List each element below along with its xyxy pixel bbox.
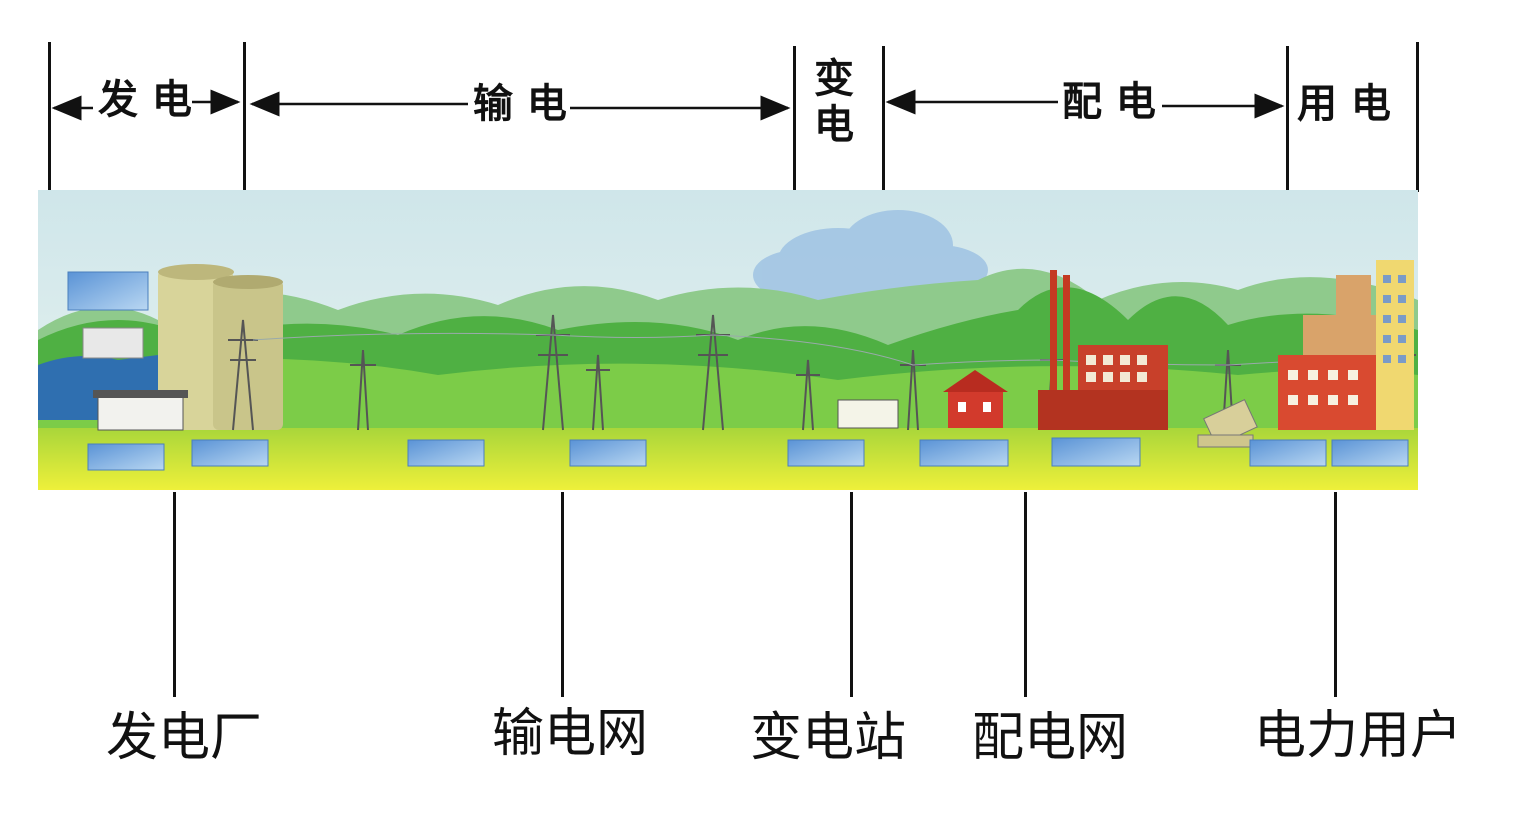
label-substation: 变电站 [750, 708, 907, 768]
boundary-line-6 [1416, 42, 1419, 192]
placeholder-box [1051, 437, 1141, 467]
connector-transmission-grid [561, 492, 564, 697]
connector-power-plant [173, 492, 176, 697]
placeholder-box [1331, 439, 1409, 467]
boundary-line-2 [243, 42, 246, 192]
transmission-arrow [249, 91, 791, 121]
substation-house [837, 399, 899, 429]
factory [1038, 270, 1168, 430]
placeholder-box [191, 439, 269, 467]
generation-arrow [51, 89, 241, 121]
plant-house [97, 394, 184, 431]
distribution-arrow [885, 89, 1285, 119]
boundary-line-5 [1286, 46, 1289, 192]
connector-power-users [1334, 492, 1337, 697]
connector-distribution-grid [1024, 492, 1027, 697]
label-distribution-grid: 配电网 [972, 708, 1129, 768]
placeholder-box [87, 443, 165, 471]
label-transmission-grid: 输电网 [492, 704, 649, 764]
boundary-line-1 [48, 42, 51, 192]
stage-arrows [51, 89, 1285, 121]
boundary-line-3 [793, 46, 796, 192]
plant-building [82, 327, 144, 359]
stage-substation-label: 变电 [814, 55, 854, 148]
placeholder-box [569, 439, 647, 467]
label-placeholders [67, 271, 1409, 471]
label-power-users: 电力用户 [1254, 706, 1463, 766]
boundary-line-4 [882, 46, 885, 192]
label-power-plant: 发电厂 [106, 708, 263, 768]
stage-distribution-label: 配 电 [1062, 78, 1156, 125]
stage-consumption-label: 用 电 [1297, 80, 1391, 127]
cooling-tower-2 [213, 280, 283, 430]
power-system-scene [38, 190, 1418, 490]
placeholder-box [919, 439, 1009, 467]
stage-generation-label: 发 电 [98, 76, 192, 123]
placeholder-box [67, 271, 149, 311]
placeholder-box [1249, 439, 1327, 467]
placeholder-box [407, 439, 485, 467]
stage-transmission-label: 输 电 [473, 80, 567, 127]
placeholder-box [787, 439, 865, 467]
connector-substation [850, 492, 853, 697]
user-buildings [1278, 260, 1414, 430]
red-house [943, 370, 1008, 428]
